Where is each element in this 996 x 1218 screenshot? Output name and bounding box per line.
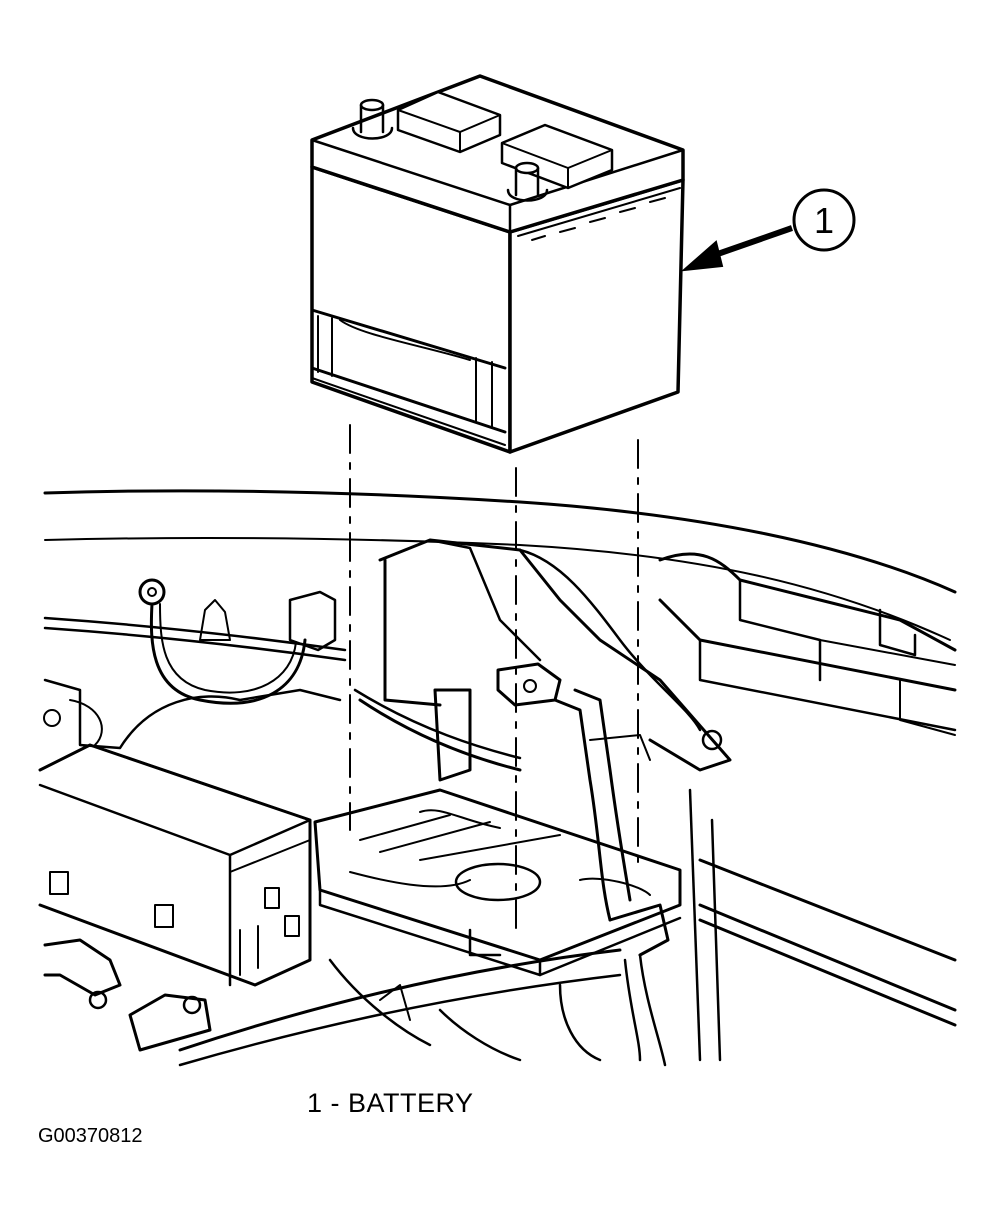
fender-outer-edge [43, 489, 957, 594]
hold-down-clamp [496, 662, 670, 1067]
battery-post-rear [351, 98, 394, 140]
fender-inner-edge [44, 536, 951, 641]
radiator-support [658, 552, 957, 652]
engine-compartment [38, 489, 957, 1067]
lower-frame [43, 938, 122, 997]
cable-bracket [433, 688, 472, 782]
callout-arrow-head [680, 240, 724, 272]
callout-circle [792, 188, 856, 252]
figure-id: G00370812 [38, 1125, 143, 1147]
frame-rail [698, 858, 957, 962]
callout-arrow-shaft [711, 225, 793, 259]
callout-number: 1 [814, 200, 834, 241]
battery-base-lip [310, 308, 507, 370]
callout-1: 1 [680, 188, 856, 272]
ring-terminal [138, 578, 166, 606]
wiring-harness [43, 616, 347, 652]
battery-post-front [506, 161, 549, 202]
figure-caption: 1 - BATTERY [307, 1088, 474, 1118]
battery [310, 74, 685, 454]
vent-cap-rear [396, 90, 502, 154]
battery-tray [313, 788, 682, 977]
alignment-lines [349, 424, 639, 931]
engine-bracket [43, 678, 342, 750]
fender-apron [378, 538, 732, 772]
power-distribution-center [38, 743, 312, 987]
ground-strap-terminal [138, 578, 307, 705]
harness-connector [288, 590, 337, 652]
